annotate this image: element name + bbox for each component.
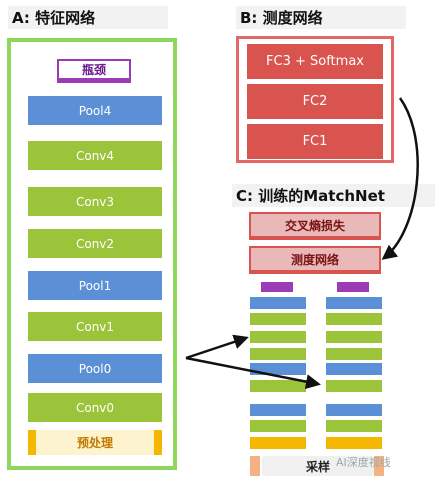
sampling-right-patch (374, 456, 384, 476)
left-tower-preprocess-block (250, 437, 306, 449)
pool1-label: Pool1 (78, 278, 112, 293)
matchnet-metric-label: 测度网络 (290, 252, 339, 267)
cross-entropy-loss-label: 交叉熵损失 (284, 218, 345, 233)
panel-b-label: B: 测度网络 (236, 6, 406, 29)
preprocess-block: 预处理 (28, 430, 162, 455)
right-tower-conv-block (326, 420, 382, 432)
left-tower-bottleneck-block (261, 282, 293, 292)
right-tower-conv-block (326, 380, 382, 392)
sampling-label: 采样 (305, 459, 330, 474)
conv3-block: Conv3 (28, 187, 162, 216)
conv0-block: Conv0 (28, 393, 162, 422)
left-tower-conv-block (250, 420, 306, 432)
right-tower-bottleneck-block (337, 282, 369, 292)
fc2-block: FC2 (247, 84, 383, 119)
matchnet-metric-block: 测度网络 (249, 246, 381, 274)
conv0-label: Conv0 (75, 400, 115, 415)
left-tower-pool-block (250, 404, 306, 416)
left-tower-conv-block (250, 313, 306, 325)
right-tower-preprocess-block (326, 437, 382, 449)
left-tower-conv-block (250, 348, 306, 360)
fc2-label: FC2 (302, 94, 328, 109)
pool1-block: Pool1 (28, 271, 162, 300)
fc1-label: FC1 (302, 134, 328, 149)
fc1-block: FC1 (247, 124, 383, 159)
sampling-block: 采样 (262, 456, 374, 476)
conv3-label: Conv3 (75, 194, 115, 209)
watermark: AI深度视线 (336, 456, 391, 469)
sampling-left-patch (250, 456, 260, 476)
left-tower-pool-block (250, 297, 306, 309)
preprocess-label: 预处理 (76, 436, 113, 450)
cross-entropy-loss-block: 交叉熵损失 (249, 212, 381, 240)
right-tower-conv-block (326, 313, 382, 325)
panel-a-label: A: 特征网络 (8, 6, 168, 29)
metric-to-matchnet-arrow (381, 97, 419, 260)
feature-to-right-tower-arrow (185, 356, 321, 390)
fc3-softmax-label: FC3 + Softmax (266, 54, 364, 69)
right-tower-conv-block (326, 348, 382, 360)
pool0-block: Pool0 (28, 354, 162, 383)
bottleneck-label: 瓶颈 (81, 63, 106, 77)
panel-c-label: C: 训练的MatchNet (232, 184, 435, 207)
right-tower-conv-block (326, 331, 382, 343)
conv1-label: Conv1 (75, 319, 115, 334)
conv2-label: Conv2 (75, 236, 115, 251)
left-tower-pool-block (250, 363, 306, 375)
pool4-block: Pool4 (28, 96, 162, 125)
right-tower-pool-block (326, 297, 382, 309)
conv2-block: Conv2 (28, 229, 162, 258)
feature-to-left-tower-arrow (185, 334, 249, 360)
fc3-softmax-block: FC3 + Softmax (247, 44, 383, 79)
right-tower-pool-block (326, 404, 382, 416)
bottleneck-block: 瓶颈 (57, 59, 131, 83)
conv1-block: Conv1 (28, 312, 162, 341)
conv4-block: Conv4 (28, 141, 162, 170)
left-tower-conv-block (250, 380, 306, 392)
left-tower-conv-block (250, 331, 306, 343)
pool4-label: Pool4 (78, 103, 112, 118)
pool0-label: Pool0 (78, 361, 112, 376)
right-tower-pool-block (326, 363, 382, 375)
conv4-label: Conv4 (75, 148, 115, 163)
